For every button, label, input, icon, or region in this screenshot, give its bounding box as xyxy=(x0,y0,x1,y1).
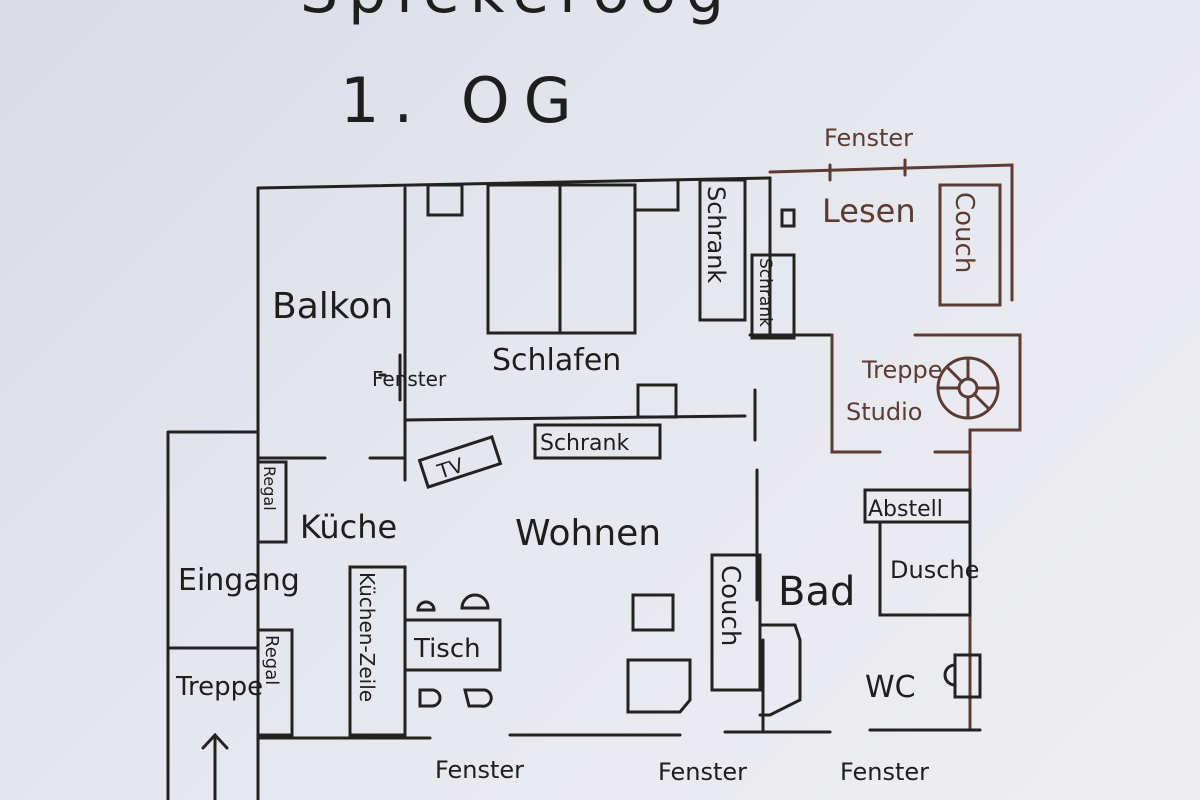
floor-label: 1. OG xyxy=(340,64,586,137)
room-dusche: Dusche xyxy=(890,556,979,584)
room-wohnen: Wohnen xyxy=(515,513,661,554)
room-eingang: Eingang xyxy=(178,563,300,598)
tv: TV xyxy=(433,453,466,484)
regal-kueche: Regal xyxy=(260,466,279,511)
treppe-studio: Treppe xyxy=(861,356,942,384)
schrank-lesen-1: Schrank xyxy=(702,186,730,283)
walls xyxy=(166,158,1022,800)
schrank-lesen-2: Schrank xyxy=(755,258,775,327)
kuechenzeile: Küchen-Zeile xyxy=(355,572,379,702)
room-balkon: Balkon xyxy=(272,286,393,327)
window-bottom-2: Fenster xyxy=(658,758,747,786)
abstell: Abstell xyxy=(868,497,943,522)
room-bad: Bad xyxy=(778,569,855,615)
window-balkon: Fenster xyxy=(372,367,447,391)
plan-title: Spiekeroog xyxy=(300,0,734,27)
treppe-eingang: Treppe xyxy=(175,672,263,702)
schrank-wohnen: Schrank xyxy=(540,431,629,456)
couch-wohnen: Couch xyxy=(715,565,745,646)
tisch: Tisch xyxy=(413,634,481,664)
regal-eingang: Regal xyxy=(261,635,282,685)
window-bottom-1: Fenster xyxy=(435,756,524,784)
window-bottom-3: Fenster xyxy=(840,758,929,786)
room-studio: Studio xyxy=(846,398,922,426)
room-wc: WC xyxy=(865,670,916,705)
room-lesen: Lesen xyxy=(822,192,916,230)
room-schlafen: Schlafen xyxy=(492,343,621,378)
room-kueche: Küche xyxy=(300,508,397,546)
window-top: Fenster xyxy=(824,124,913,152)
couch-lesen: Couch xyxy=(949,192,979,273)
